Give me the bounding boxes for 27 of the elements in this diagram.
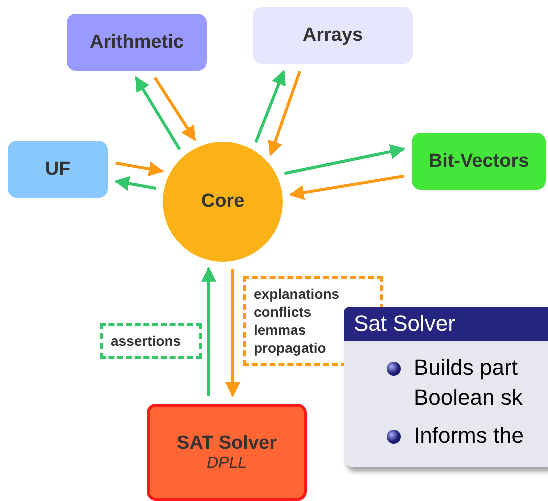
arrow [284, 144, 406, 176]
node-title: SAT Solver [177, 432, 277, 454]
arrow [268, 71, 302, 156]
module-box [147, 404, 307, 501]
node-title: Arrays [302, 24, 364, 46]
edge-label: assertions [100, 323, 202, 359]
arrow [116, 162, 164, 177]
arrow [154, 76, 196, 142]
module-box [8, 141, 108, 198]
node-title: Arithmetic [90, 32, 184, 54]
arrow [254, 70, 286, 144]
arrow [289, 174, 404, 200]
bullet-text: Builds part Boolean sk [414, 354, 524, 412]
node-title: UF [45, 158, 71, 180]
slide-block [344, 307, 548, 467]
arrow [202, 266, 216, 396]
bullet-text: Informs the [414, 422, 526, 450]
arrow [114, 176, 157, 192]
module-box [253, 7, 413, 64]
block-title: Sat Solver [344, 307, 548, 341]
node-subtitle: DPLL [206, 454, 248, 472]
node-title: Bit-Vectors [428, 150, 530, 172]
module-box [412, 133, 546, 190]
arrow [226, 269, 240, 398]
arrow [134, 76, 182, 150]
module-box [67, 14, 207, 71]
node-title: Core [201, 191, 245, 213]
